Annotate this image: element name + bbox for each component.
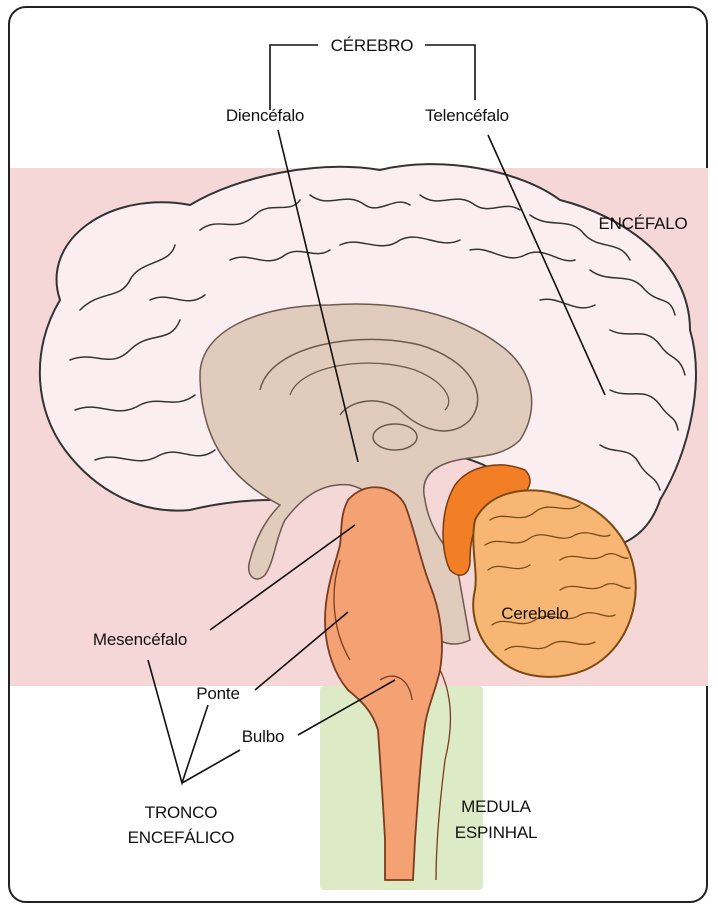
- label-telencefalo: Telencéfalo: [425, 106, 509, 125]
- label-mesencefalo: Mesencéfalo: [93, 630, 187, 649]
- label-ponte: Ponte: [196, 684, 239, 703]
- label-tronco-line2: ENCEFÁLICO: [128, 828, 235, 847]
- label-diencefalo: Diencéfalo: [226, 106, 304, 125]
- label-bulbo: Bulbo: [242, 727, 284, 746]
- label-medula-line2: ESPINHAL: [455, 823, 538, 842]
- label-cerebelo: Cerebelo: [501, 604, 568, 623]
- label-medula-line1: MEDULA: [461, 797, 532, 816]
- label-cerebro: CÉREBRO: [331, 36, 414, 55]
- label-encefalo: ENCÉFALO: [598, 214, 687, 233]
- label-tronco-line1: TRONCO: [145, 803, 217, 822]
